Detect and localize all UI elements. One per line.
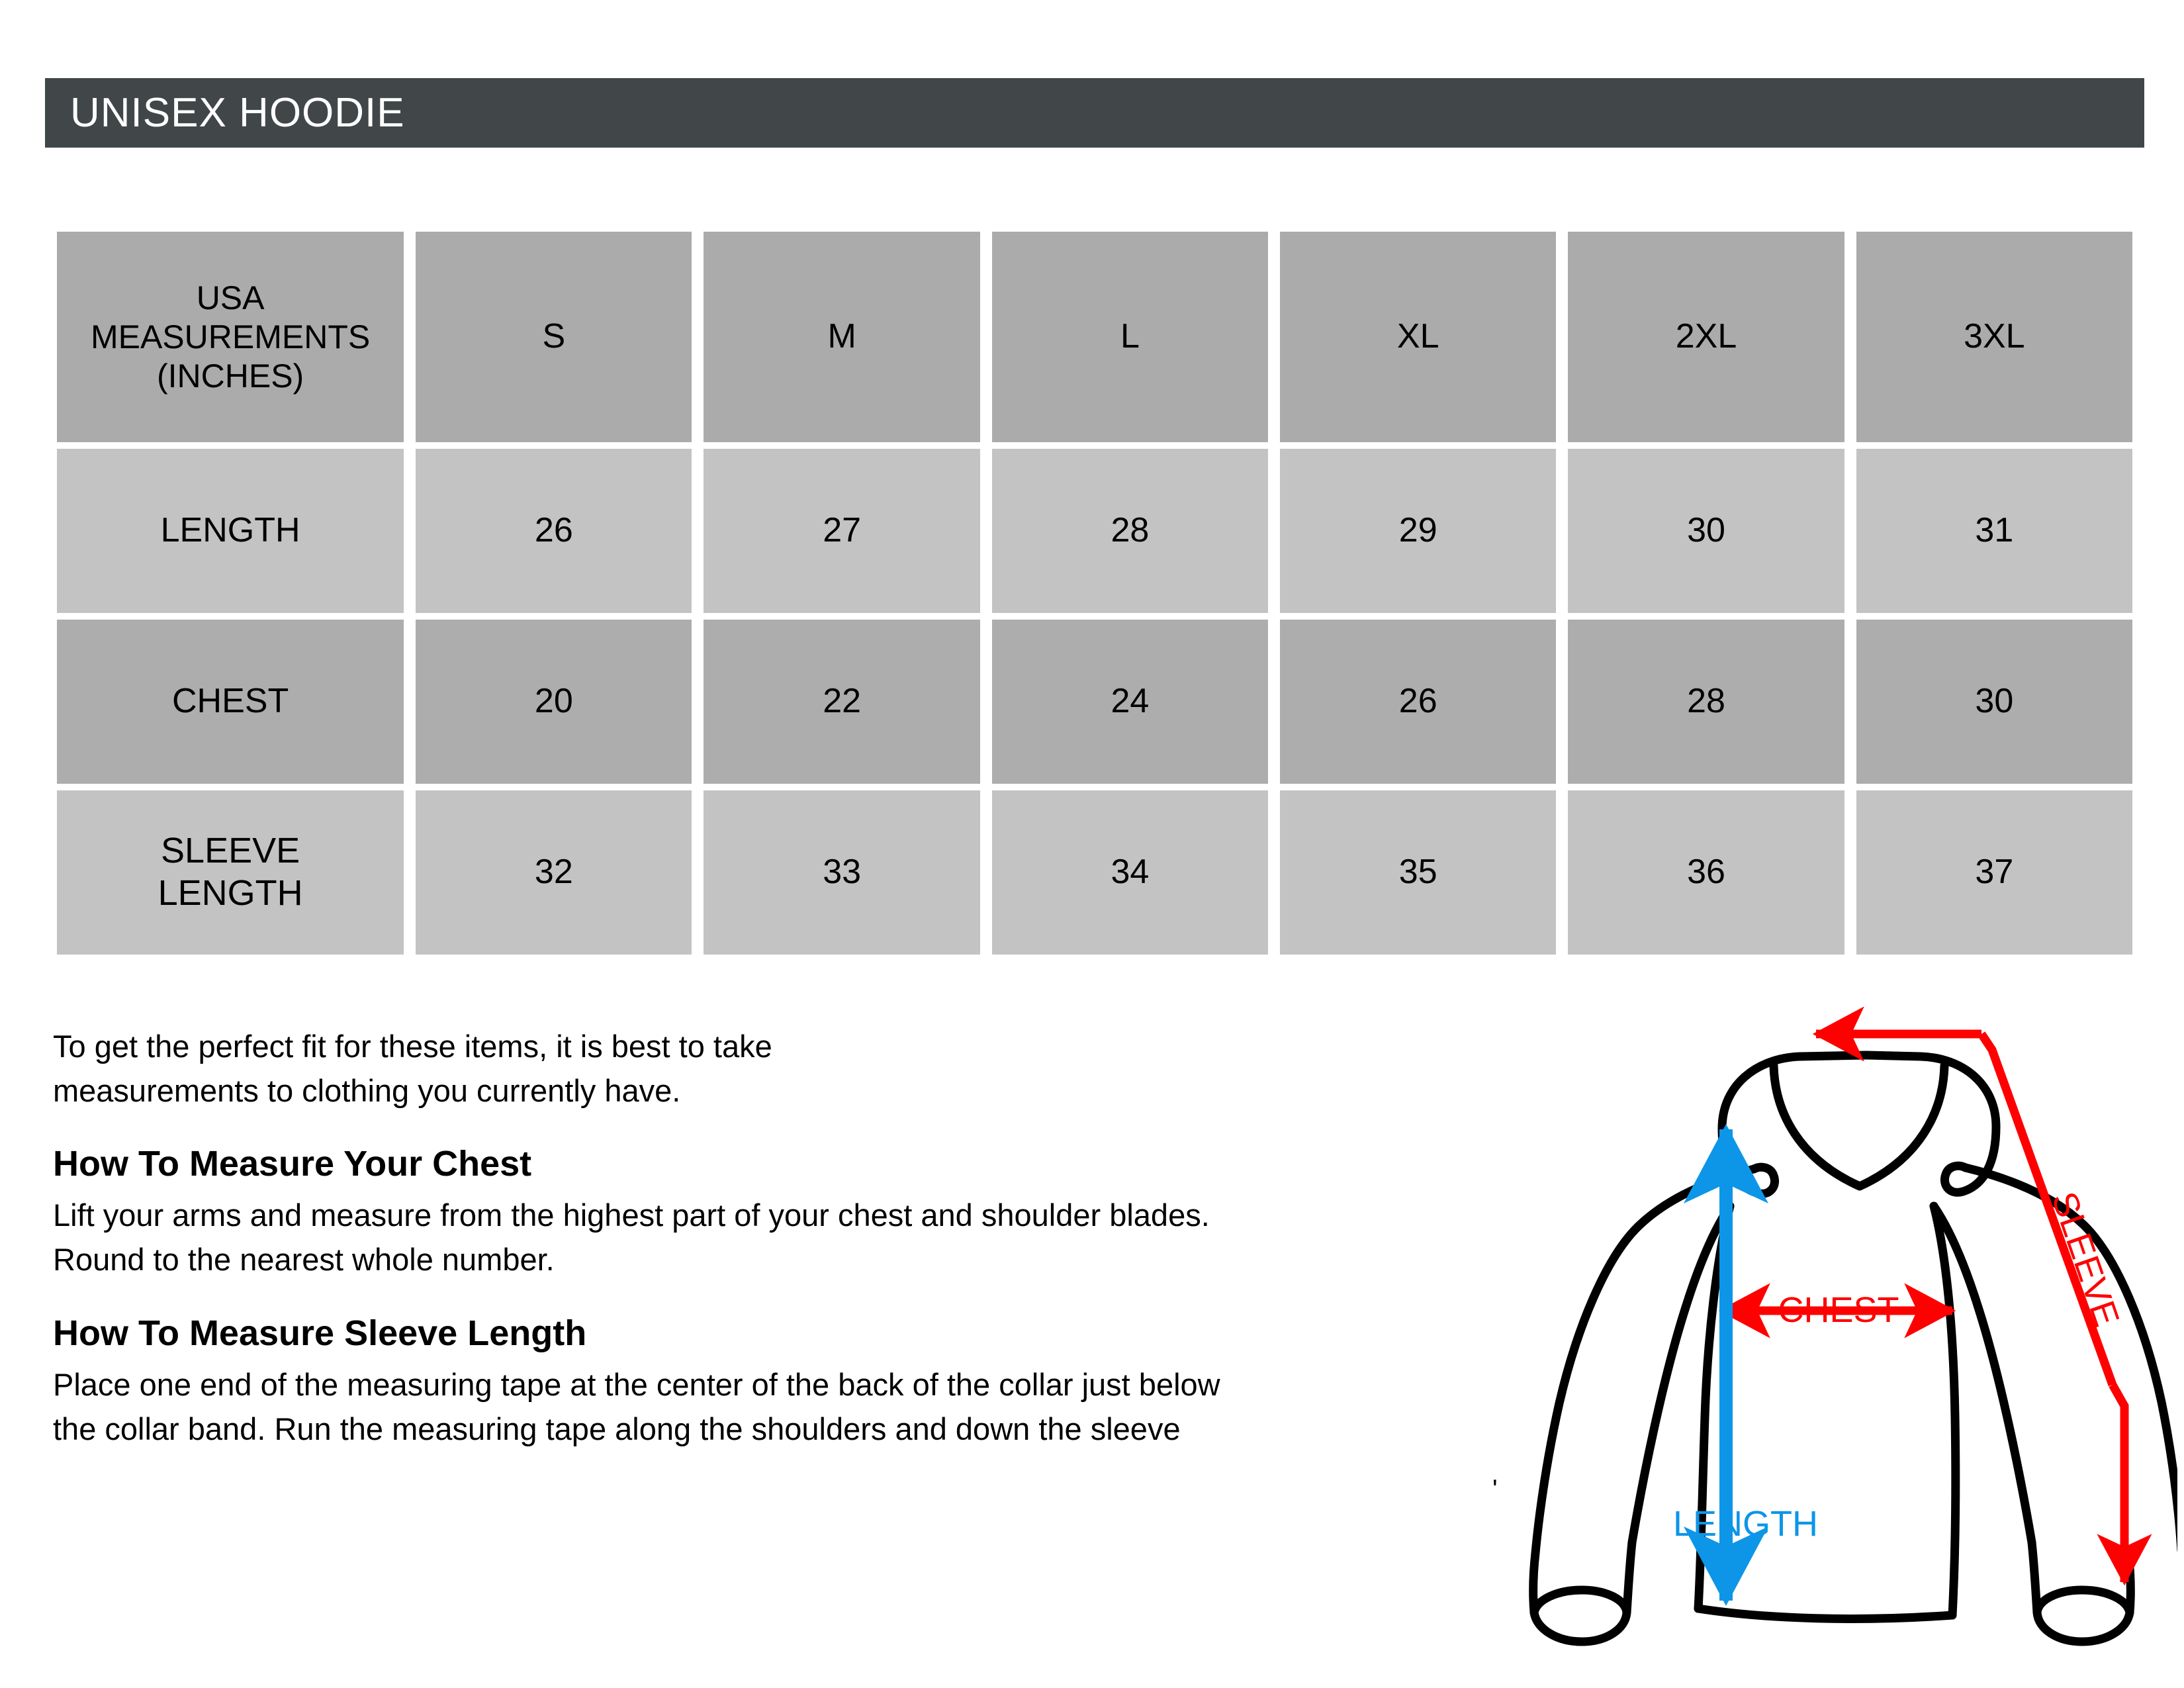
length-s: 26: [416, 449, 692, 613]
chest-m: 22: [704, 620, 980, 784]
chest-2xl: 28: [1568, 620, 1844, 784]
page-title: UNISEX HOODIE: [70, 90, 405, 136]
chest-xl: 26: [1280, 620, 1557, 784]
sleeve-line-2: the collar band. Run the measuring tape …: [53, 1411, 1181, 1446]
chest-line-2: Round to the nearest whole number.: [53, 1242, 555, 1278]
hoodie-outline-icon: [1529, 1051, 2177, 1646]
sleeve-measure-arrow: [1812, 1006, 2152, 1586]
chest-instructions: Lift your arms and measure from the high…: [53, 1194, 1522, 1282]
row-label-chest: CHEST: [57, 620, 404, 784]
length-2xl: 30: [1568, 449, 1844, 613]
sleeve-label-line-2: LENGTH: [158, 873, 303, 913]
title-bar: UNISEX HOODIE: [45, 78, 2144, 148]
row-label-length: LENGTH: [57, 449, 404, 613]
intro-line-2: measurements to clothing you currently h…: [53, 1072, 681, 1108]
table-header-row: USA MEASUREMENTS (INCHES) S M L XL 2XL 3…: [57, 232, 2132, 442]
table-row-sleeve-length: SLEEVE LENGTH 32 33 34 35 36 37: [57, 790, 2132, 955]
instructions-block: To get the perfect fit for these items, …: [53, 1025, 1522, 1463]
size-header-xl: XL: [1280, 232, 1557, 442]
chest-l: 24: [991, 620, 1269, 784]
chest-label: CHEST: [1778, 1290, 1899, 1330]
sleeve-l: 34: [991, 790, 1269, 955]
hoodie-measurement-diagram: CHEST LENGTH SLEEVE: [1489, 993, 2177, 1688]
chest-line-1: Lift your arms and measure from the high…: [53, 1197, 1210, 1233]
size-header-l: L: [991, 232, 1269, 442]
chest-section-heading: How To Measure Your Chest: [53, 1144, 532, 1184]
row-label-sleeve-length: SLEEVE LENGTH: [57, 790, 404, 955]
length-3xl: 31: [1856, 449, 2132, 613]
size-header-3xl: 3XL: [1856, 232, 2132, 442]
sleeve-m: 33: [704, 790, 980, 955]
size-chart-table: USA MEASUREMENTS (INCHES) S M L XL 2XL 3…: [45, 225, 2144, 961]
chest-s: 20: [416, 620, 692, 784]
table-row-chest: CHEST 20 22 24 26 28 30: [57, 620, 2132, 784]
size-header-2xl: 2XL: [1568, 232, 1844, 442]
chest-3xl: 30: [1856, 620, 2132, 784]
length-m: 27: [704, 449, 980, 613]
corner-label-line-3: (INCHES): [156, 357, 304, 395]
table-corner-label: USA MEASUREMENTS (INCHES): [57, 232, 404, 442]
sleeve-section-heading: How To Measure Sleeve Length: [53, 1313, 587, 1353]
sleeve-2xl: 36: [1568, 790, 1844, 955]
corner-label-line-2: MEASUREMENTS: [90, 318, 371, 355]
stray-apostrophe-mark: ': [1492, 1475, 1498, 1504]
corner-label-line-1: USA: [196, 279, 265, 316]
length-xl: 29: [1280, 449, 1557, 613]
sleeve-xl: 35: [1280, 790, 1557, 955]
sleeve-3xl: 37: [1856, 790, 2132, 955]
table-row-length: LENGTH 26 27 28 29 30 31: [57, 449, 2132, 613]
sleeve-s: 32: [416, 790, 692, 955]
intro-paragraph: To get the perfect fit for these items, …: [53, 1025, 1522, 1113]
intro-line-1: To get the perfect fit for these items, …: [53, 1029, 772, 1064]
size-header-s: S: [416, 232, 692, 442]
length-l: 28: [991, 449, 1269, 613]
sleeve-line-1: Place one end of the measuring tape at t…: [53, 1366, 1220, 1402]
sleeve-instructions: Place one end of the measuring tape at t…: [53, 1363, 1522, 1451]
length-label: LENGTH: [1673, 1504, 1818, 1544]
sleeve-label-line-1: SLEEVE: [161, 831, 300, 871]
size-header-m: M: [704, 232, 980, 442]
